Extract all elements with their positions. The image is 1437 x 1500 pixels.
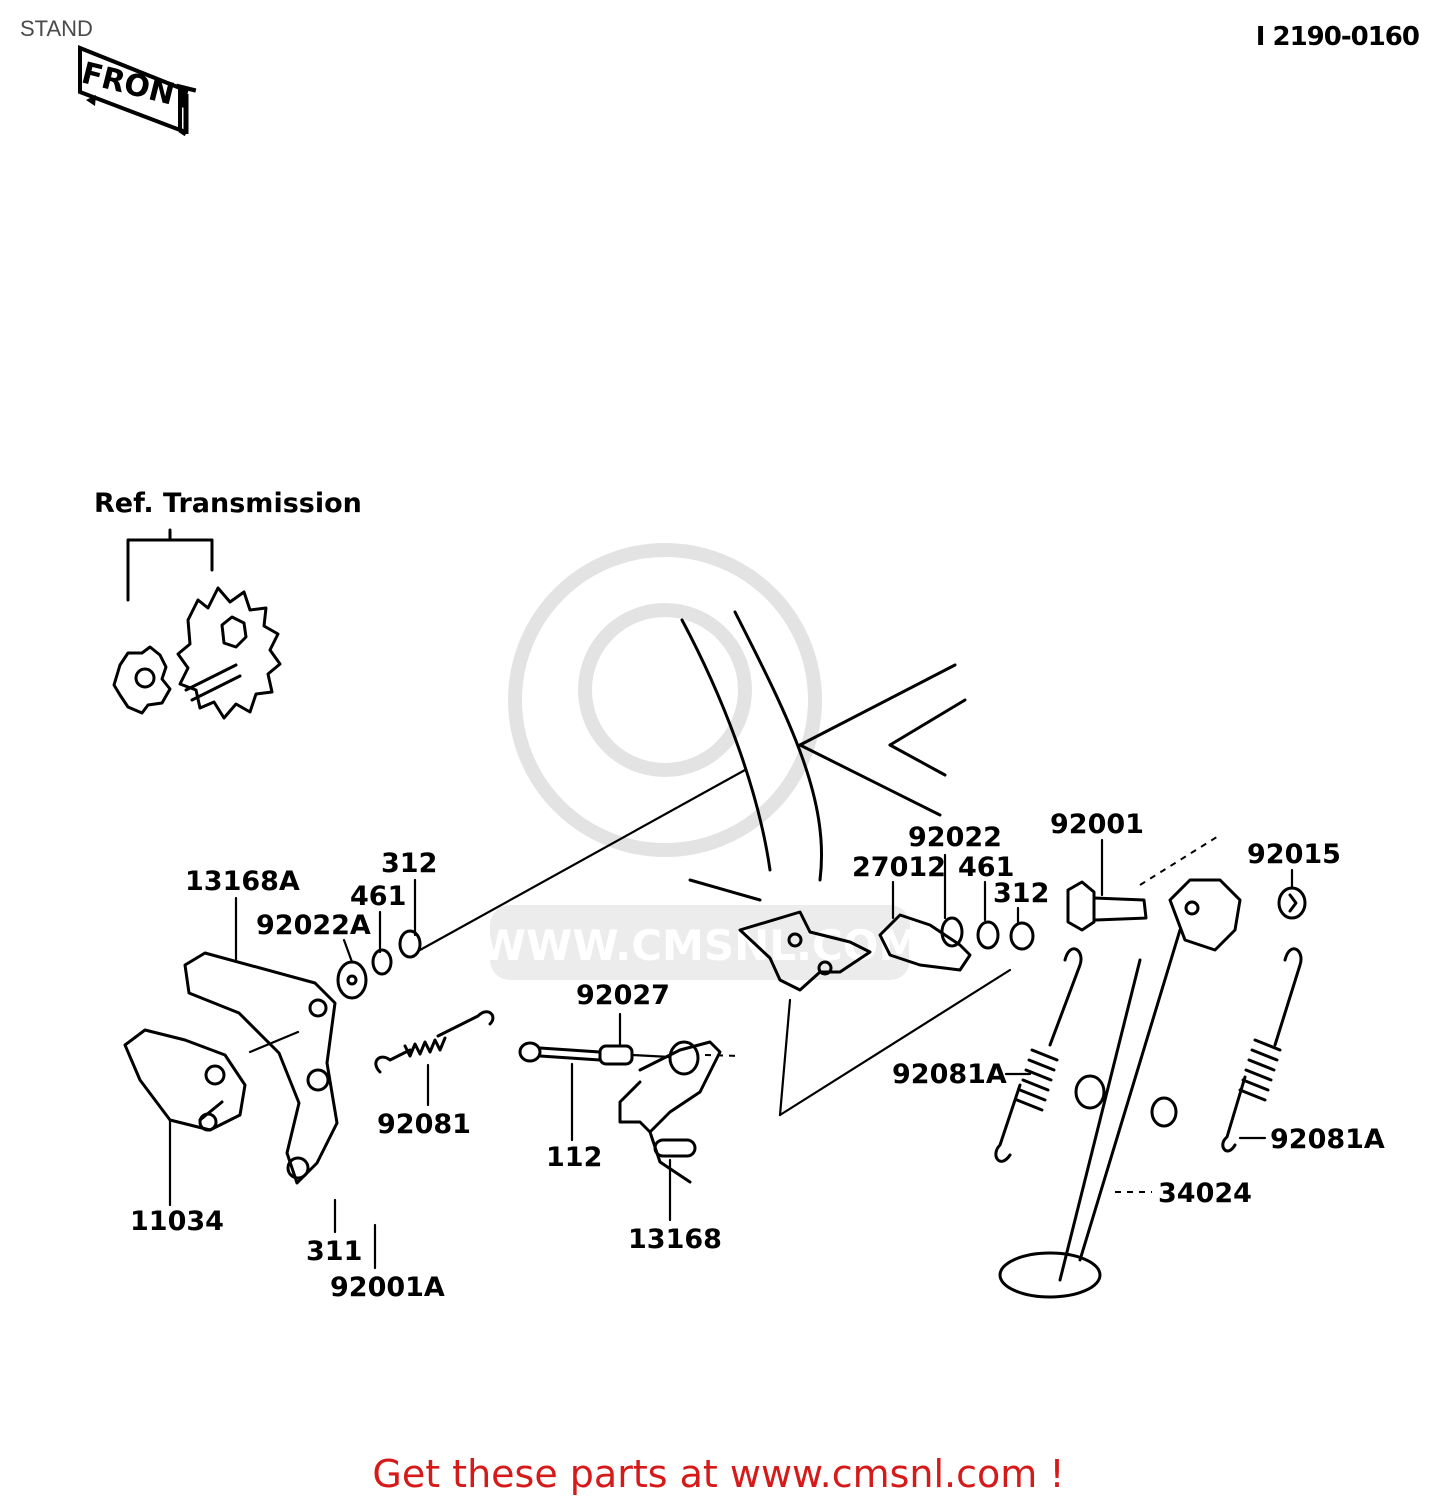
watermark-text: WWW.CMSNL.COM [480, 921, 921, 970]
part-label: 92001 [1050, 809, 1144, 840]
part-label: 112 [546, 1142, 602, 1173]
washers-left [336, 768, 747, 1000]
part-label: 13168 [628, 1224, 722, 1255]
watermark: WWW.CMSNL.COM [480, 543, 921, 980]
parts-112-92027-13168 [518, 1040, 741, 1184]
part-label: 92022A [256, 910, 371, 941]
part-label: 13168A [185, 866, 300, 897]
arrow-icon [86, 95, 96, 106]
diagram-code: I 2190-0160 [1255, 22, 1420, 52]
part-label: 92022 [908, 822, 1002, 853]
clip-92015 [1277, 886, 1307, 920]
part-label: 92081A [1270, 1124, 1385, 1155]
part-label: 461 [958, 852, 1014, 883]
part-label: 11034 [130, 1206, 224, 1237]
part-label: 312 [993, 878, 1049, 909]
part-label: 92081A [892, 1059, 1007, 1090]
part-label: 92001A [330, 1272, 445, 1303]
part-label: 92081 [377, 1109, 471, 1140]
front-marker: FRONT [78, 45, 198, 137]
part-label: 461 [350, 881, 406, 912]
washers-right [778, 913, 1035, 1117]
part-label: 92027 [576, 980, 670, 1011]
page-title: STAND [20, 16, 93, 41]
cmsnl-banner[interactable]: Get these parts at www.cmsnl.com ! [372, 1452, 1065, 1496]
part-label: 27012 [852, 852, 946, 883]
ref-transmission-label: Ref. Transmission [94, 488, 362, 519]
leader-lines [168, 838, 1294, 1270]
sprocket-group [112, 528, 282, 720]
part-label: 312 [381, 848, 437, 879]
part-label: 92015 [1247, 839, 1341, 870]
part-label: 311 [306, 1236, 362, 1267]
frame [680, 610, 967, 992]
part-11034-13168A [123, 951, 339, 1185]
springs-92081A [994, 947, 1303, 1163]
exploded-parts-diagram: WWW.CMSNL.COM FRONT Ref. Transmission [78, 45, 1385, 1303]
side-stand-34024 [998, 878, 1242, 1299]
part-labels: 13168A 312 461 92022A 92081 11034 311 92… [130, 809, 1385, 1303]
part-label: 34024 [1158, 1178, 1252, 1209]
bolt-92001 [1066, 834, 1221, 932]
spring-92081 [374, 1010, 495, 1074]
